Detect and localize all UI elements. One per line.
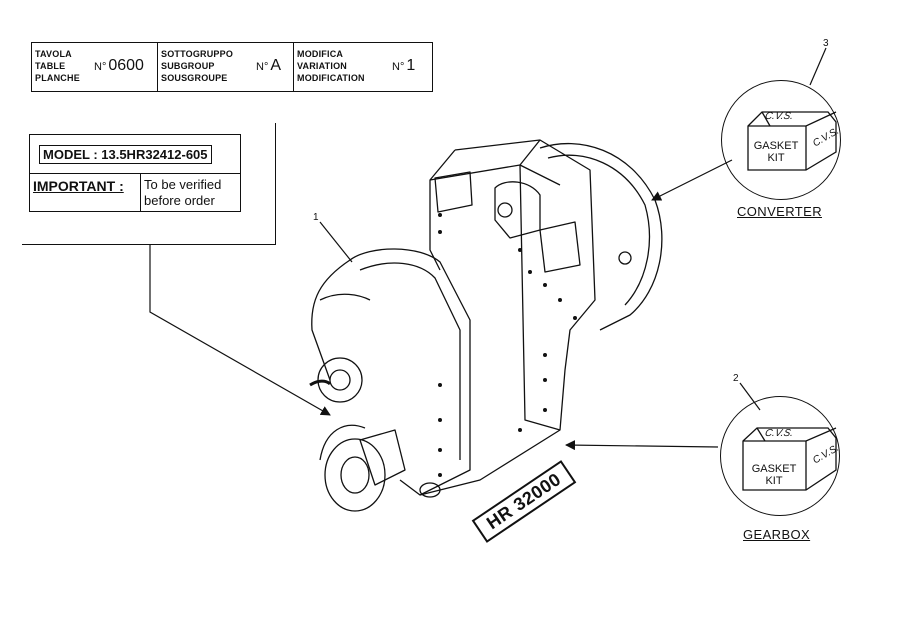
modification-labels: MODIFICA VARIATION MODIFICATION (297, 49, 365, 83)
header-cell-modification: MODIFICA VARIATION MODIFICATION N°1 (293, 43, 432, 91)
important-note: To be verified before order (144, 177, 222, 208)
callout-number-1: 1 (313, 212, 319, 223)
model-title: MODEL : 13.5HR32412-605 (39, 145, 212, 164)
callout-leader-1 (319, 221, 353, 263)
converter-kit-brand-top: C.V.S. (763, 111, 795, 122)
subgroup-value: N°A (256, 57, 282, 74)
subgroup-labels: SOTTOGRUPPO SUBGROUP SOUSGROUPE (161, 49, 234, 83)
table-labels: TAVOLA TABLE PLANCHE (35, 49, 80, 83)
header-cell-table: TAVOLA TABLE PLANCHE N°0600 (32, 43, 157, 91)
gearbox-label: GEARBOX (743, 527, 811, 542)
header-cell-subgroup: SOTTOGRUPPO SUBGROUP SOUSGROUPE N°A (157, 43, 293, 91)
gearbox-pointer-arrow (565, 440, 719, 451)
gearbox-kit-circle (720, 396, 840, 516)
important-label: IMPORTANT : (33, 178, 124, 194)
model-pointer-arrow (149, 245, 331, 416)
model-frame (22, 123, 276, 245)
modification-value: N°1 (392, 57, 416, 74)
callout-leader-3 (809, 47, 827, 86)
callout-number-2: 2 (733, 373, 739, 384)
callout-number-3: 3 (823, 38, 829, 49)
table-number: N°0600 (94, 57, 144, 74)
converter-label: CONVERTER (737, 204, 822, 219)
converter-kit-circle (721, 80, 841, 200)
gearbox-kit-brand-top: C.V.S. (763, 428, 795, 439)
header-table: TAVOLA TABLE PLANCHE N°0600 SOTTOGRUPPO … (31, 42, 433, 92)
converter-pointer-arrow (651, 159, 733, 201)
model-box: MODEL : 13.5HR32412-605 IMPORTANT : To b… (29, 134, 241, 212)
